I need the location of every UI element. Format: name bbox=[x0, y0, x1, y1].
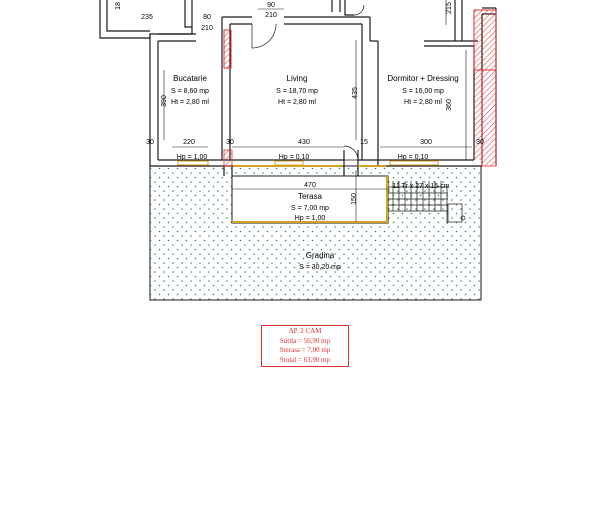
dimension-lines bbox=[163, 0, 472, 222]
room-gradina-area: S = 30,20 mp bbox=[299, 264, 341, 271]
room-living-area: S = 18,70 mp bbox=[276, 88, 318, 95]
summary-box: AP. 2 CAM Sutila = 56,90 mp Sterasa = 7,… bbox=[261, 325, 349, 367]
summary-sterasa: Sterasa = 7,00 mp bbox=[279, 346, 331, 354]
windows bbox=[177, 160, 439, 167]
dim-bottom-30c: 30 bbox=[476, 139, 484, 146]
dim-kitchen-390: 390 bbox=[161, 95, 168, 107]
dim-top-210a: 210 bbox=[201, 25, 213, 32]
dim-bottom-430: 430 bbox=[298, 139, 310, 146]
hatched-walls bbox=[223, 9, 497, 167]
dim-bottom-30b: 30 bbox=[226, 139, 234, 146]
room-bucatarie-name: Bucatarie bbox=[173, 74, 207, 83]
window-bedroom-hp: Hp = 0,10 bbox=[398, 154, 429, 161]
dim-top-80: 80 bbox=[203, 14, 211, 21]
room-bucatarie: Bucatarie S = 8,60 mp Ht = 2,80 ml bbox=[171, 74, 209, 106]
dimension-labels: 235 80 210 90 210 215 18 390 435 360 30 … bbox=[115, 2, 484, 205]
room-bucatarie-area: S = 8,60 mp bbox=[171, 88, 209, 95]
dim-right-215: 215 bbox=[446, 2, 453, 14]
room-living-name: Living bbox=[287, 74, 308, 83]
dim-top-235: 235 bbox=[141, 14, 153, 21]
window-labels: Hp = 1,00 Hp = 0,10 Hp = 0,10 bbox=[177, 154, 429, 161]
doors bbox=[251, 4, 365, 161]
room-gradina: Gradina S = 30,20 mp bbox=[299, 251, 341, 271]
dim-terrace-470: 470 bbox=[304, 182, 316, 189]
room-dormitor-area: S = 16,00 mp bbox=[402, 88, 444, 95]
room-terasa-name: Terasa bbox=[298, 192, 323, 201]
window-living-hp: Hp = 0,10 bbox=[279, 154, 310, 161]
window-kitchen-hp: Hp = 1,00 bbox=[177, 154, 208, 161]
dim-left-18: 18 bbox=[115, 2, 122, 10]
dim-living-435: 435 bbox=[352, 87, 359, 99]
room-dormitor-name: Dormitor + Dressing bbox=[387, 74, 458, 83]
summary-stotal: Stotal = 63,90 mp bbox=[279, 355, 331, 364]
stairs bbox=[388, 181, 466, 224]
dim-bottom-220: 220 bbox=[183, 139, 195, 146]
dim-bottom-15: 15 bbox=[360, 139, 368, 146]
summary-sutila: Sutila = 56,90 mp bbox=[279, 336, 331, 345]
dim-bottom-30a: 30 bbox=[146, 139, 154, 146]
dim-bottom-300: 300 bbox=[420, 139, 432, 146]
room-living-height: Ht = 2,80 ml bbox=[278, 99, 316, 106]
room-living: Living S = 18,70 mp Ht = 2,80 ml bbox=[276, 74, 318, 106]
dim-stairs: 11 Tr x 27 x 15 cm bbox=[392, 183, 449, 190]
dim-terrace-150: 150 bbox=[351, 193, 358, 205]
room-terasa: Terasa S = 7,00 mp Hp = 1,00 bbox=[291, 192, 329, 222]
room-dormitor-height: Ht = 2,80 ml bbox=[404, 99, 442, 106]
dim-top-90: 90 bbox=[267, 2, 275, 9]
room-terasa-height: Hp = 1,00 bbox=[295, 215, 326, 222]
room-bucatarie-height: Ht = 2,80 ml bbox=[171, 99, 209, 106]
room-terasa-area: S = 7,00 mp bbox=[291, 205, 329, 212]
dim-bedroom-360: 360 bbox=[446, 99, 453, 111]
dim-top-210b: 210 bbox=[265, 12, 277, 19]
room-dormitor: Dormitor + Dressing S = 16,00 mp Ht = 2,… bbox=[387, 74, 458, 106]
summary-title: AP. 2 CAM bbox=[288, 327, 322, 335]
terrace-area bbox=[231, 175, 389, 224]
room-gradina-name: Gradina bbox=[306, 251, 335, 260]
